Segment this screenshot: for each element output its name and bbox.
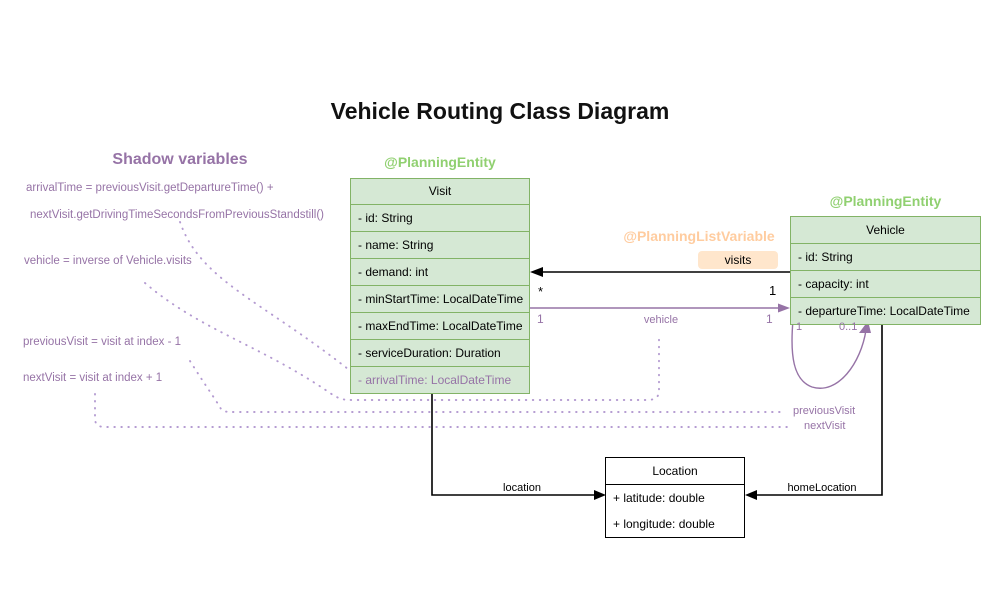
location-edge-label: location (503, 482, 541, 494)
class-field: - serviceDuration: Duration (351, 339, 529, 366)
location-class-title: Location (652, 464, 698, 478)
visit-class-fields: - id: String- name: String- demand: int-… (351, 204, 529, 393)
planning-list-variable-label: @PlanningListVariable (623, 228, 775, 244)
self-loop-multiplicity-0-1: 0..1 (839, 321, 858, 333)
location-class-fields: + latitude: double + longitude: double (606, 484, 744, 537)
location-class: Location + latitude: double + longitude: … (605, 457, 745, 538)
shadow-note-vehicle: vehicle = inverse of Vehicle.visits (24, 255, 192, 267)
vehicle-self-loop-edge (791, 319, 867, 389)
class-field: - departureTime: LocalDateTime (791, 297, 980, 324)
vehicle-class-fields: - id: String- capacity: int- departureTi… (791, 243, 980, 324)
class-field: - arrivalTime: LocalDateTime (351, 366, 529, 393)
location-edge (431, 385, 596, 496)
class-field: - id: String (791, 243, 980, 270)
shadow-note-arrivaltime-2: nextVisit.getDrivingTimeSecondsFromPrevi… (30, 209, 324, 221)
self-loop-multiplicity-1: 1 (796, 321, 803, 333)
home-location-edge-label: homeLocation (787, 482, 857, 494)
vehicle-arrowhead-icon (778, 303, 790, 313)
visit-class-title: Visit (428, 184, 452, 198)
class-field: - id: String (351, 204, 529, 231)
visits-source-multiplicity: 1 (769, 283, 777, 298)
vehicle-class: Vehicle - id: String- capacity: int- dep… (790, 216, 981, 325)
shadow-note-previousvisit: previousVisit = visit at index - 1 (23, 336, 181, 348)
class-field: - name: String (351, 231, 529, 258)
dotted-arrivaltime-connector (179, 221, 349, 370)
previousvisit-label: previousVisit (793, 405, 856, 417)
vehicle-edge-label: vehicle (643, 314, 679, 326)
nextvisit-label: nextVisit (804, 420, 846, 432)
visit-planning-entity-label: @PlanningEntity (384, 154, 496, 170)
shadow-variables-heading: Shadow variables (112, 151, 248, 168)
class-field: - capacity: int (791, 270, 980, 297)
class-field: + latitude: double (606, 484, 744, 511)
page-title: Vehicle Routing Class Diagram (330, 98, 670, 124)
location-arrowhead-icon (594, 490, 606, 500)
vehicle-target-multiplicity: 1 (766, 312, 773, 326)
vehicle-planning-entity-label: @PlanningEntity (829, 193, 942, 209)
class-field: - demand: int (351, 258, 529, 285)
shadow-note-nextvisit: nextVisit = visit at index + 1 (23, 372, 163, 384)
shadow-note-arrivaltime-1: arrivalTime = previousVisit.getDeparture… (26, 182, 274, 194)
class-field: + longitude: double (613, 517, 715, 531)
home-location-edge (755, 320, 883, 496)
class-field: - minStartTime: LocalDateTime (351, 285, 529, 312)
home-location-arrowhead-icon (745, 490, 757, 500)
vehicle-class-title: Vehicle (866, 223, 905, 237)
dotted-previousvisit-connector (189, 360, 785, 413)
class-field: - maxEndTime: LocalDateTime (351, 312, 529, 339)
visits-arrowhead-icon (530, 267, 543, 277)
visit-class: Visit - id: String- name: String- demand… (350, 178, 530, 394)
vehicle-source-multiplicity: 1 (537, 312, 544, 326)
dotted-nextvisit-connector (94, 393, 792, 428)
visits-edge-label: visits (698, 251, 778, 269)
visits-target-multiplicity: * (538, 284, 544, 299)
